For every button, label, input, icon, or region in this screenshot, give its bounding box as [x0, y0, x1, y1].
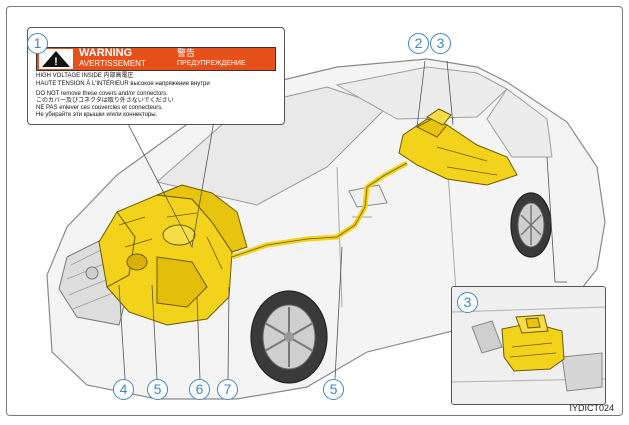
warning-line-1: HIGH VOLTAGE INSIDE 内部高電圧: [36, 73, 134, 79]
warning-triangle-icon: !: [39, 49, 73, 69]
inset-detail: [451, 286, 606, 405]
callout-3: 3: [430, 33, 451, 54]
hv-battery: [398, 108, 518, 186]
car-illustration: [46, 58, 606, 400]
warning-label: [27, 27, 285, 125]
leader-lines: [118, 60, 556, 380]
warning-line-5: NE PAS enlever ces couvercles et connect…: [36, 105, 163, 111]
rear-wheel: [510, 192, 552, 258]
callout-6: 6: [189, 379, 210, 400]
warning-heading-sub: AVERTISSEMENT: [79, 59, 146, 68]
emblem: [85, 266, 99, 280]
rear-window: [486, 88, 553, 158]
callout-3-inset: 3: [457, 292, 478, 313]
inset-illustration: [452, 287, 605, 404]
figure-frame: ! WARNING AVERTISSEMENT 警告 ПРЕДУПРЕЖДЕНИ…: [6, 6, 623, 416]
hv-cable-outline: [231, 162, 408, 258]
warning-line-6: Не убирайте эти крышки и/или коннекторы.: [36, 112, 158, 118]
warning-line-3: DO NOT remove these covers and/or connec…: [36, 91, 168, 97]
callout-2: 2: [408, 33, 429, 54]
warning-line-2: HAUTE TENSION À L'INTÉRIEUR высокое напр…: [36, 81, 210, 87]
callout-4: 4: [113, 379, 134, 400]
warning-heading-ru: ПРЕДУПРЕЖДЕНИЕ: [177, 60, 246, 67]
warning-line-4: このカバー及びコネクタは取り外さないでください: [36, 98, 174, 104]
hv-engine-assembly: [98, 184, 248, 326]
warning-header: ! WARNING AVERTISSEMENT 警告 ПРЕДУПРЕЖДЕНИ…: [36, 47, 276, 71]
callout-5-front: 5: [147, 379, 168, 400]
svg-text:!: !: [54, 56, 58, 68]
callout-7: 7: [217, 379, 238, 400]
callout-5-cable: 5: [323, 379, 344, 400]
warning-heading: WARNING: [79, 47, 133, 59]
front-wheel: [250, 290, 328, 384]
warning-heading-cjk: 警告: [177, 48, 196, 58]
callout-1-warning-label: 1: [27, 33, 48, 54]
figure-code: IYDICT024: [569, 403, 614, 413]
